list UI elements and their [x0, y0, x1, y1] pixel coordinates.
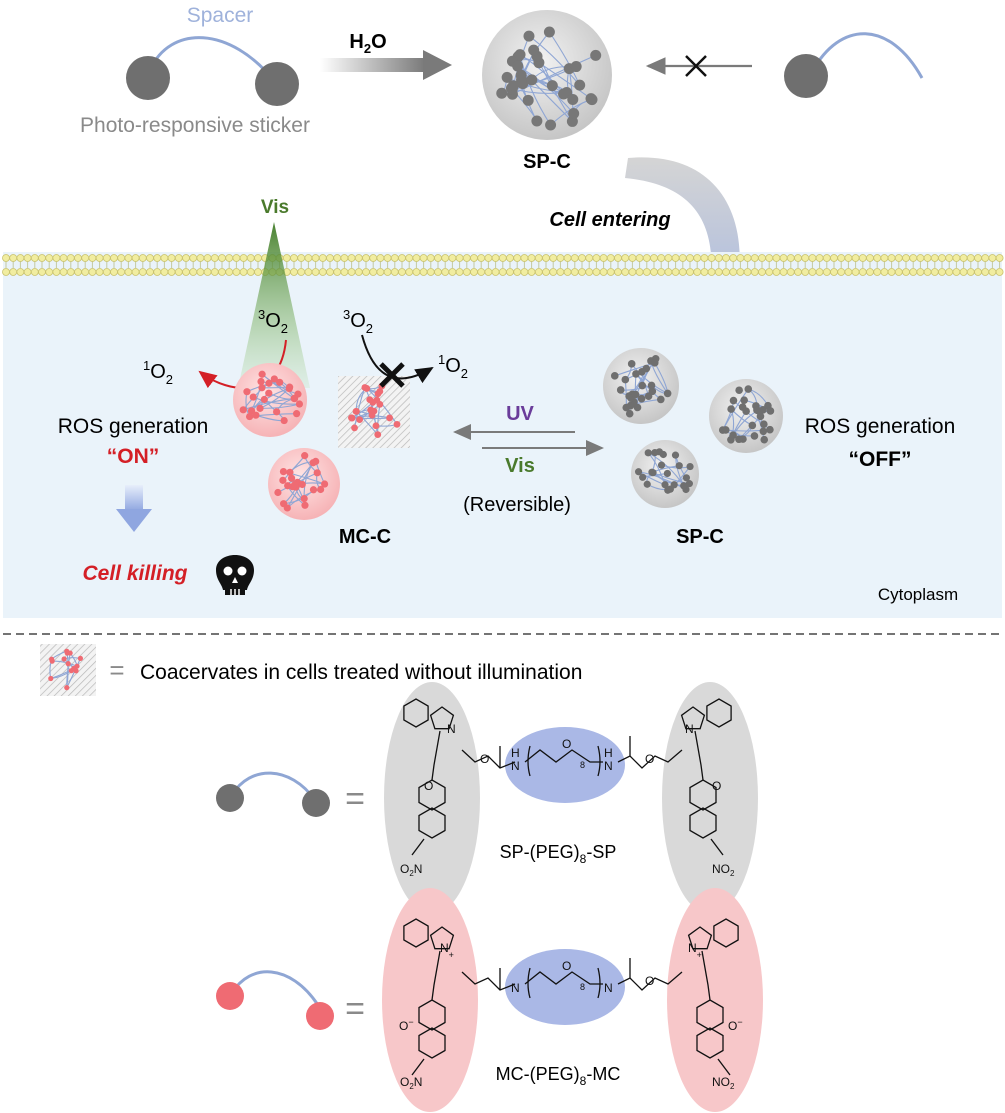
reversible-label: (Reversible) — [463, 494, 571, 516]
vis-mid-label: Vis — [505, 455, 535, 477]
spc-coacervate-3 — [631, 440, 699, 508]
legend-coacervate-text: Coacervates in cells treated without ill… — [140, 661, 582, 684]
mc-right-o-minus: O− — [728, 1017, 743, 1033]
mc-oval-left — [382, 888, 478, 1112]
sp-structure-name: SP-(PEG)8-SP — [500, 842, 617, 866]
reversible-arrows — [453, 424, 604, 456]
ros-generation-left: ROS generation — [58, 415, 209, 438]
sp-h-left: H — [511, 746, 520, 760]
sp-sticker-symbol — [216, 771, 330, 817]
sp-peg-oval — [505, 727, 625, 803]
mc-nh-right: N — [604, 981, 613, 995]
cytoplasm-region — [3, 272, 1002, 618]
mcc-coacervate-illuminated — [233, 363, 307, 437]
sp-no2-left: O2N — [400, 862, 422, 878]
mcc-coacervate-lower — [268, 448, 340, 520]
mc-left-o-minus: O− — [399, 1017, 414, 1033]
sp-carbamate-o-right: O — [645, 752, 654, 766]
spc-coacervate-2 — [709, 379, 783, 453]
mcc-label: MC-C — [339, 526, 391, 548]
mc-structure — [382, 888, 763, 1112]
mc-peg-sub: 8 — [580, 982, 585, 992]
mc-structure-name: MC-(PEG)8-MC — [496, 1064, 621, 1088]
sticker-bead-left — [126, 56, 170, 100]
spc-coacervate-top — [482, 10, 612, 140]
mc-sticker-symbol — [216, 970, 334, 1030]
singlet-oxygen-mid: 1O2 — [438, 352, 468, 381]
vis-top-label: Vis — [261, 197, 289, 218]
sp-peg-o: O — [562, 737, 571, 751]
cell-membrane — [2, 252, 1004, 276]
mc-left-n: N+ — [440, 941, 454, 960]
sp-left-o: O — [424, 779, 433, 793]
cell-killing-label: Cell killing — [82, 562, 187, 585]
spc-top-label: SP-C — [523, 151, 571, 173]
sp-oval-right — [662, 682, 758, 914]
legend-coacervate-swatch — [40, 644, 96, 696]
sp-structure — [384, 682, 758, 914]
sp-peg-sub: 8 — [580, 760, 585, 770]
spacer-label: Spacer — [187, 4, 254, 27]
cell-entering-label: Cell entering — [549, 209, 670, 231]
mc-peg-o: O — [562, 959, 571, 973]
sp-h-right: H — [604, 746, 613, 760]
sticker-label: Photo-responsive sticker — [80, 114, 310, 137]
skull-icon — [216, 555, 254, 595]
sp-no2-right: NO2 — [712, 862, 735, 878]
single-sticker-molecule — [784, 32, 924, 98]
sp-carbamate-o-left: O — [480, 752, 489, 766]
mc-right-n: N+ — [688, 941, 702, 960]
mc-peg-oval — [505, 949, 625, 1025]
sp-nh-right: N — [604, 759, 613, 773]
legend-equals: = — [109, 655, 124, 685]
water-arrow — [320, 50, 452, 80]
uv-label: UV — [506, 403, 534, 425]
sp-left-n: N — [447, 722, 456, 736]
triplet-oxygen-mid: 3O2 — [343, 307, 373, 336]
mcc-coacervate-dark-hatched — [338, 376, 410, 448]
singlet-oxygen-left: 1O2 — [143, 358, 173, 387]
mc-carbamate-o-right: O — [645, 974, 654, 988]
ros-on-label: “ON” — [107, 445, 160, 468]
blocked-ros-cross-icon — [379, 362, 405, 388]
mc-nh-left: N — [511, 981, 520, 995]
vis-light-cone — [238, 222, 310, 388]
sticker-bead-right — [255, 62, 299, 106]
blocked-ros-arrow — [361, 334, 434, 384]
sp-nh-left: N — [511, 759, 520, 773]
mc-no2-left: O2N — [400, 1075, 422, 1091]
sp-oval-left — [384, 682, 480, 914]
triplet-oxygen-left: 3O2 — [258, 307, 288, 336]
mc-equals: = — [345, 990, 365, 1028]
spc-coacervate-1 — [603, 348, 679, 424]
ros-generation-right: ROS generation — [805, 415, 956, 438]
sp-right-n: N — [685, 722, 694, 736]
sticker-molecule-top — [126, 36, 299, 106]
mc-no2-right: NO2 — [712, 1075, 735, 1091]
down-arrow — [116, 485, 152, 532]
sp-equals: = — [345, 780, 365, 818]
spacer-line — [148, 36, 277, 83]
ros-off-label: “OFF” — [849, 448, 912, 471]
sp-right-o: O — [712, 779, 721, 793]
spc-label: SP-C — [676, 526, 724, 548]
blocked-arrow — [645, 55, 752, 77]
cytoplasm-label: Cytoplasm — [878, 585, 958, 604]
water-label: H2O — [349, 31, 386, 56]
